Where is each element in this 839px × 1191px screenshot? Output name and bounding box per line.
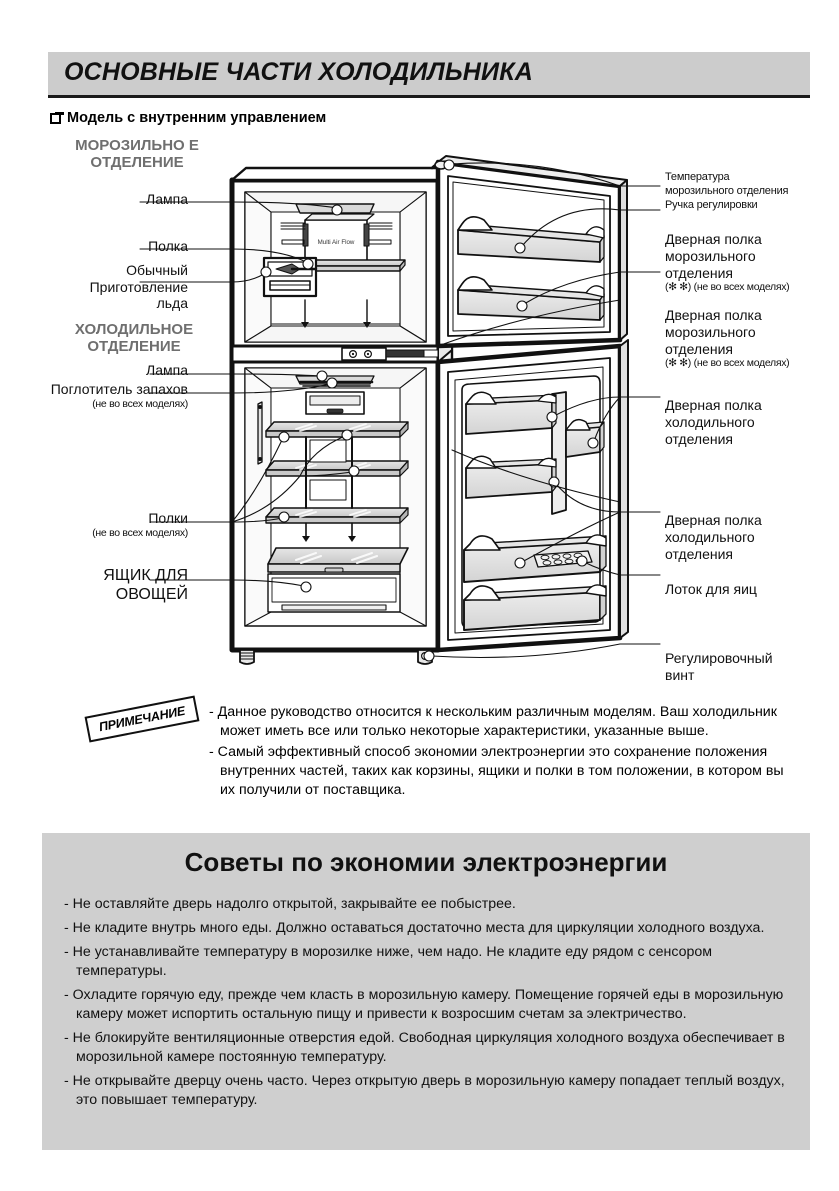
- note-stamp-label: ПРИМЕЧАНИЕ: [97, 703, 187, 735]
- label-freezer-door-bin-1-line2: морозильного: [665, 247, 756, 264]
- label-ice-maker-line3: льда: [156, 295, 188, 312]
- note-list: - Данное руководство относится к несколь…: [209, 703, 799, 802]
- refrigerator-diagram: Multi Air Flow: [139, 155, 661, 665]
- note-item: - Самый эффективный способ экономии элек…: [209, 744, 784, 799]
- label-fridge-door-bin-2: Дверная полка холодильного отделения: [665, 512, 837, 562]
- label-freezer-temp-knob-line3: Ручка регулировки: [665, 198, 758, 211]
- energy-saving-list: - Не оставляйте дверь надолго открытой, …: [64, 895, 792, 1115]
- label-freezer-door-bin-1: Дверная полка морозильного отделения (✻ …: [665, 231, 837, 294]
- label-leveling-screw-line2: винт: [665, 666, 695, 683]
- label-fridge-door-bin-1: Дверная полка холодильного отделения: [665, 397, 837, 447]
- label-fridge-door-bin-1-line2: холодильного: [665, 413, 755, 430]
- label-fridge-door-bin-2-line2: холодильного: [665, 528, 755, 545]
- label-fridge-door-bin-1-line1: Дверная полка: [665, 397, 762, 413]
- label-freezer-door-bin-1-line1: Дверная полка: [665, 231, 762, 247]
- label-fridge-door-bin-2-line3: отделения: [665, 545, 734, 562]
- label-leveling-screw: Регулировочный винт: [665, 650, 839, 684]
- label-leveling-screw-line1: Регулировочный: [665, 650, 773, 666]
- label-vegetable-drawer-line2: ОВОЩЕЙ: [115, 585, 188, 603]
- page-header-bar: ОСНОВНЫЕ ЧАСТИ ХОЛОДИЛЬНИКА: [48, 52, 810, 98]
- energy-saving-title: Советы по экономии электроэнергии: [184, 847, 668, 877]
- energy-item: - Не оставляйте дверь надолго открытой, …: [64, 896, 516, 912]
- energy-saving-panel: Советы по экономии электроэнергии - Не о…: [42, 833, 810, 1150]
- label-odor-absorber-note: (не во всех моделях): [92, 397, 188, 410]
- label-freezer-door-bin-2-line3: отделения: [665, 340, 734, 357]
- model-subtitle-label: Модель с внутренним управлением: [67, 110, 327, 126]
- multi-air-flow-text: Multi Air Flow: [318, 239, 355, 246]
- energy-item: - Не открывайте дверцу очень часто. Чере…: [64, 1073, 785, 1109]
- freezer-section-caption: МОРОЗИЛЬНО Е ОТДЕЛЕНИЕ: [75, 137, 199, 171]
- label-fridge-door-bin-1-line3: отделения: [665, 430, 734, 447]
- energy-item: - Не устанавливайте температуру в морози…: [64, 944, 713, 980]
- label-egg-tray: Лоток для яиц: [665, 581, 757, 597]
- label-freezer-door-bin-2-line1: Дверная полка: [665, 307, 762, 323]
- label-freezer-door-bin-2-line2: морозильного: [665, 323, 756, 340]
- label-freezer-door-bin-1-note: (✻ ✻) (не во всех моделях): [665, 281, 790, 294]
- energy-item: - Охладите горячую еду, прежде чем класт…: [64, 987, 784, 1023]
- fridge-section-caption: ХОЛОДИЛЬНОЕ ОТДЕЛЕНИЕ: [74, 321, 194, 355]
- label-fridge-shelves-note: (не во всех моделях): [92, 526, 188, 539]
- energy-item: - Не кладите внутрь много еды. Должно ос…: [64, 920, 765, 937]
- note-stamp: ПРИМЕЧАНИЕ: [84, 695, 200, 743]
- model-subtitle: Модель с внутренним управлением: [50, 110, 326, 126]
- label-fridge-door-bin-2-line1: Дверная полка: [665, 512, 762, 528]
- label-ice-maker-line1: Обычный: [126, 262, 188, 278]
- note-item: - Данное руководство относится к несколь…: [209, 704, 777, 740]
- label-freezer-temp-knob: Температура морозильного отделения Ручка…: [665, 171, 833, 212]
- label-freezer-door-bin-2-note: (✻ ✻) (не во всех моделях): [665, 357, 790, 370]
- label-freezer-temp-knob-line2: морозильного отделения: [665, 184, 789, 197]
- energy-item: - Не блокируйте вентиляционные отверстия…: [64, 1030, 785, 1066]
- label-freezer-shelf: Полка: [148, 238, 188, 254]
- square-bullet-icon: [50, 111, 64, 124]
- label-freezer-door-bin-2: Дверная полка морозильного отделения (✻ …: [665, 307, 837, 370]
- label-freezer-temp-knob-line1: Температура: [665, 171, 730, 183]
- label-freezer-lamp: Лампа: [146, 191, 188, 207]
- label-freezer-door-bin-1-line3: отделения: [665, 264, 734, 281]
- page-title: ОСНОВНЫЕ ЧАСТИ ХОЛОДИЛЬНИКА: [64, 58, 534, 86]
